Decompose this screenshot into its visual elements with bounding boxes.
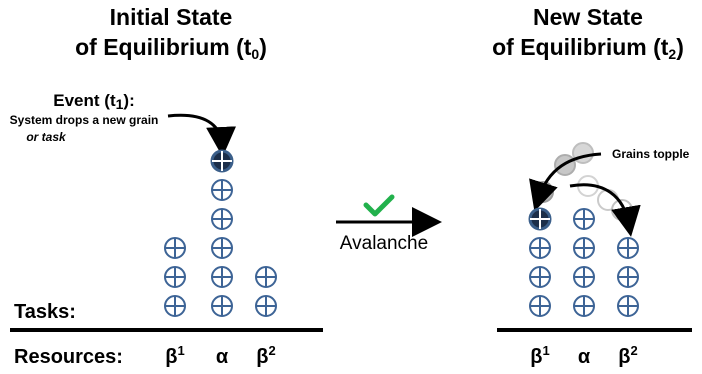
- tasks-label: Tasks:: [14, 301, 76, 323]
- column-label: α: [578, 346, 591, 368]
- avalanche-label: Avalanche: [340, 233, 428, 254]
- event-title: Event (t1):: [53, 91, 134, 112]
- grain: [211, 295, 233, 317]
- new-grain: [528, 207, 552, 231]
- grain: [164, 266, 186, 288]
- topple-arrow-left: [529, 152, 602, 212]
- grain: [617, 295, 639, 317]
- right-title-line2-suffix: ): [676, 34, 684, 60]
- event-title-subscript: 1: [116, 96, 124, 112]
- column-label: α: [216, 346, 229, 368]
- grain: [617, 237, 639, 259]
- column-label-name: α: [578, 346, 591, 368]
- event-line2: or task: [26, 130, 67, 144]
- grain: [211, 208, 233, 230]
- column-label-superscript: 2: [268, 343, 275, 358]
- column-label-superscript: 1: [542, 343, 549, 358]
- grain: [617, 266, 639, 288]
- left-title-line2-prefix: of Equilibrium (t: [75, 34, 252, 60]
- grain: [573, 237, 595, 259]
- grain: [255, 266, 277, 288]
- grain: [573, 208, 595, 230]
- grain: [255, 295, 277, 317]
- grain: [573, 266, 595, 288]
- column-label: β1: [530, 343, 549, 368]
- topple-label: Grains topple: [612, 147, 690, 161]
- grain: [211, 266, 233, 288]
- left-title-line2: of Equilibrium (t0): [75, 34, 267, 62]
- grain: [164, 295, 186, 317]
- event-line1: System drops a new grain: [10, 113, 159, 127]
- left-title-line2-suffix: ): [259, 34, 267, 60]
- right-title-line2-prefix: of Equilibrium (t: [492, 34, 669, 60]
- right-grain-stacks: [528, 207, 639, 317]
- right-title-line1: New State: [533, 4, 643, 30]
- left-grain-stacks: [164, 149, 277, 317]
- column-label-name: β: [530, 346, 542, 368]
- column-label: β2: [256, 343, 275, 368]
- grain: [529, 266, 551, 288]
- column-label-superscript: 2: [630, 343, 637, 358]
- column-label: β1: [165, 343, 184, 368]
- drop-arrow: [167, 113, 237, 157]
- column-label-superscript: 1: [177, 343, 184, 358]
- column-label-name: β: [618, 346, 630, 368]
- right-title-line2-subscript: 2: [668, 46, 676, 62]
- grain: [211, 179, 233, 201]
- resources-label: Resources:: [14, 346, 123, 368]
- column-label-name: β: [256, 346, 268, 368]
- new-grain: [210, 149, 234, 173]
- column-label-name: β: [165, 346, 177, 368]
- left-title-line2-subscript: 0: [251, 46, 259, 62]
- grain: [529, 295, 551, 317]
- left-title-line1: Initial State: [110, 4, 233, 30]
- grain: [164, 237, 186, 259]
- topple-arrow-right: [569, 183, 641, 237]
- right-title-line2: of Equilibrium (t2): [492, 34, 684, 62]
- grain: [211, 237, 233, 259]
- column-label-name: α: [216, 346, 229, 368]
- column-label: β2: [618, 343, 637, 368]
- event-title-suffix: ):: [123, 91, 134, 110]
- grain: [529, 237, 551, 259]
- event-title-prefix: Event (t: [53, 91, 116, 110]
- check-icon: [363, 194, 395, 217]
- grain: [573, 295, 595, 317]
